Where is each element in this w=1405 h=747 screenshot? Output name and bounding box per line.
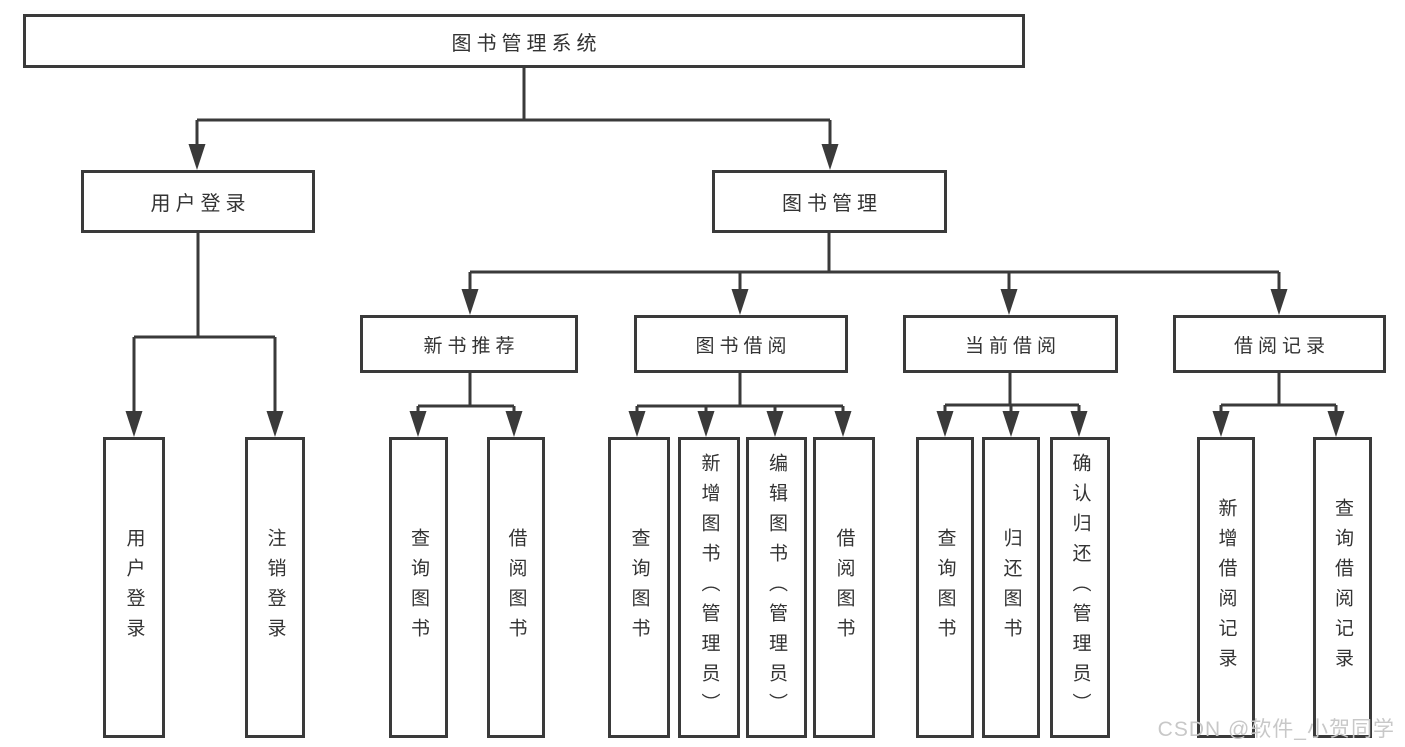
- arrow-down-icon: [409, 411, 427, 437]
- arrow-down-icon: [936, 411, 954, 437]
- arrow-down-icon: [821, 144, 839, 170]
- node-book-borrow: 图书借阅: [634, 315, 848, 373]
- arrow-down-icon: [461, 289, 479, 315]
- leaf-borrow-books: 借阅图书: [813, 437, 875, 738]
- node-library-management-system: 图书管理系统: [23, 14, 1025, 68]
- arrow-down-icon: [834, 411, 852, 437]
- leaf-add-book-admin: 新增图书（管理员）: [678, 437, 740, 738]
- node-user-login: 用户登录: [81, 170, 315, 233]
- arrow-down-icon: [266, 411, 284, 437]
- leaf-borrow-books: 借阅图书: [487, 437, 545, 738]
- node-borrow-record: 借阅记录: [1173, 315, 1386, 373]
- arrow-down-icon: [1327, 411, 1345, 437]
- arrow-down-icon: [125, 411, 143, 437]
- arrow-down-icon: [188, 144, 206, 170]
- leaf-query-books: 查询图书: [916, 437, 974, 738]
- leaf-query-borrow-record: 查询借阅记录: [1313, 437, 1372, 738]
- leaf-logout: 注销登录: [245, 437, 305, 738]
- arrow-down-icon: [1212, 411, 1230, 437]
- leaf-query-books: 查询图书: [389, 437, 448, 738]
- leaf-confirm-return-admin: 确认归还（管理员）: [1050, 437, 1110, 738]
- leaf-return-books: 归还图书: [982, 437, 1040, 738]
- leaf-add-borrow-record: 新增借阅记录: [1197, 437, 1255, 738]
- arrow-down-icon: [1000, 289, 1018, 315]
- arrow-down-icon: [505, 411, 523, 437]
- watermark: CSDN @软件_小贺同学: [1157, 718, 1395, 741]
- arrow-down-icon: [697, 411, 715, 437]
- node-new-book-recommend: 新书推荐: [360, 315, 578, 373]
- arrow-down-icon: [731, 289, 749, 315]
- node-current-borrow: 当前借阅: [903, 315, 1118, 373]
- arrow-down-icon: [766, 411, 784, 437]
- arrow-down-icon: [1270, 289, 1288, 315]
- node-book-management: 图书管理: [712, 170, 947, 233]
- arrow-down-icon: [628, 411, 646, 437]
- leaf-query-books: 查询图书: [608, 437, 670, 738]
- leaf-edit-book-admin: 编辑图书（管理员）: [746, 437, 807, 738]
- arrow-down-icon: [1002, 411, 1020, 437]
- leaf-user-login: 用户登录: [103, 437, 165, 738]
- arrow-down-icon: [1070, 411, 1088, 437]
